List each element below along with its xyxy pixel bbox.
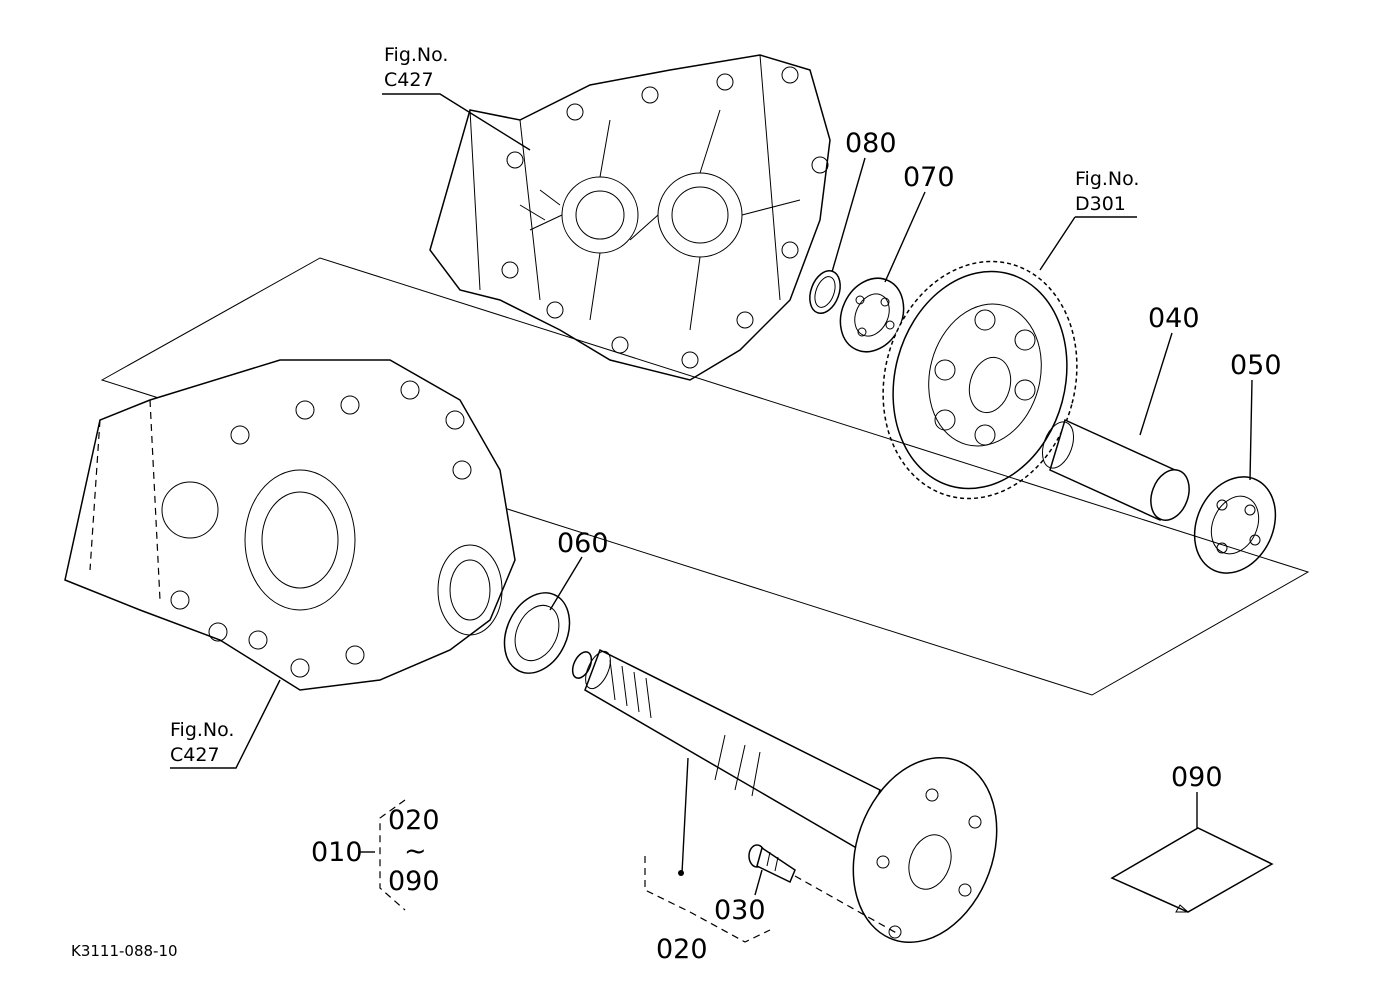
part-label-070: 070	[903, 162, 955, 193]
assembly-range-from: 020	[388, 805, 440, 836]
part-label-010: 010	[311, 837, 363, 868]
oil-seal-060	[503, 592, 571, 674]
part-label-020-shaft: 020	[656, 934, 708, 965]
snap-ring-080	[809, 270, 841, 314]
assembly-bracket	[360, 799, 406, 911]
assembly-range-tilde: ~	[404, 836, 427, 867]
label-decal-090	[1110, 827, 1274, 913]
fig-ref-title-gear: Fig.No.	[1075, 168, 1139, 190]
assembly-outline	[100, 257, 1310, 696]
axle-shaft-020	[571, 648, 998, 944]
part-label-040: 040	[1148, 303, 1200, 334]
hub-bolt-030	[748, 844, 796, 884]
part-label-080: 080	[845, 128, 897, 159]
drawing-code: K3111-088-10	[71, 942, 178, 960]
collar-040	[1041, 418, 1190, 522]
fig-ref-code-gear: D301	[1075, 193, 1126, 215]
upper-case-housing	[429, 54, 831, 381]
part-label-050: 050	[1230, 350, 1282, 381]
part-label-060: 060	[557, 528, 609, 559]
gear-d301	[882, 260, 1078, 500]
fig-ref-title-bottom: Fig.No.	[170, 719, 234, 741]
fig-ref-code-top: C427	[384, 69, 434, 91]
fig-ref-code-bottom: C427	[170, 744, 220, 766]
leader-lines	[170, 93, 1253, 943]
bearing-050	[1193, 476, 1277, 574]
part-label-090-decal: 090	[1171, 762, 1223, 793]
fig-ref-title-top: Fig.No.	[384, 44, 448, 66]
part-label-030: 030	[714, 895, 766, 926]
lower-case-housing	[64, 359, 516, 691]
assembly-range-to: 090	[388, 866, 440, 897]
